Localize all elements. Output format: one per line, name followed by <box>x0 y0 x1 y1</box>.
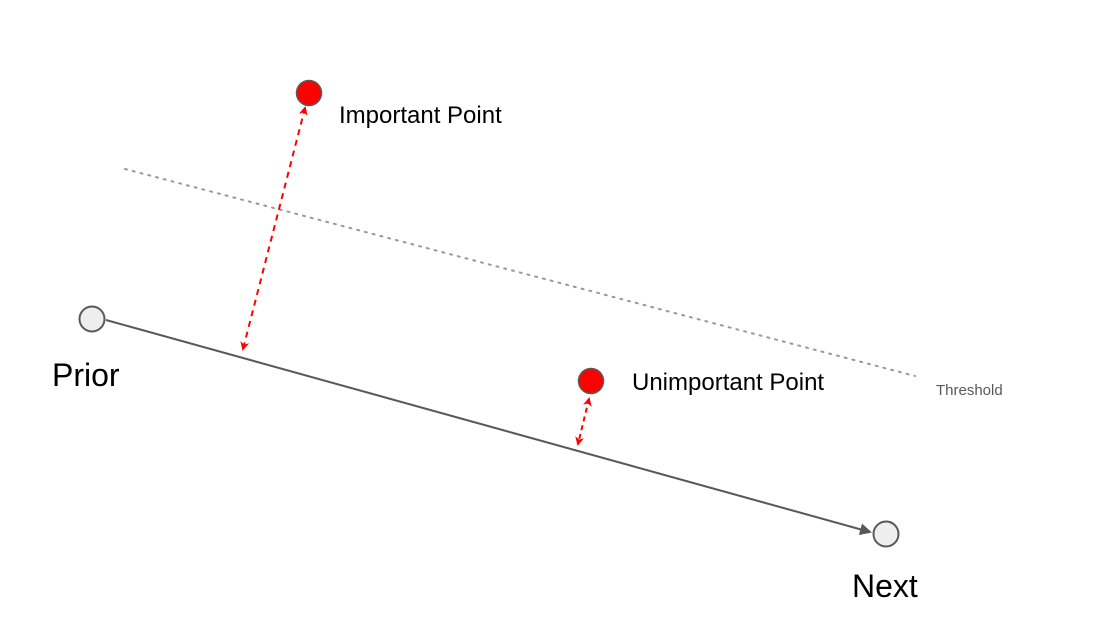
important-point-label: Important Point <box>339 102 502 129</box>
prior-node-icon <box>78 305 106 333</box>
prior-label: Prior <box>52 357 120 393</box>
unimportant-point-label: Unimportant Point <box>632 369 824 396</box>
next-label: Next <box>852 568 918 604</box>
important-distance-arrow <box>240 106 308 351</box>
important-point-icon <box>295 79 323 107</box>
unimportant-distance-arrow <box>575 397 592 446</box>
prior-to-next-connector <box>105 319 872 536</box>
unimportant-point-icon <box>577 367 605 395</box>
next-node-icon <box>872 520 900 548</box>
threshold-label: Threshold <box>936 382 1003 399</box>
